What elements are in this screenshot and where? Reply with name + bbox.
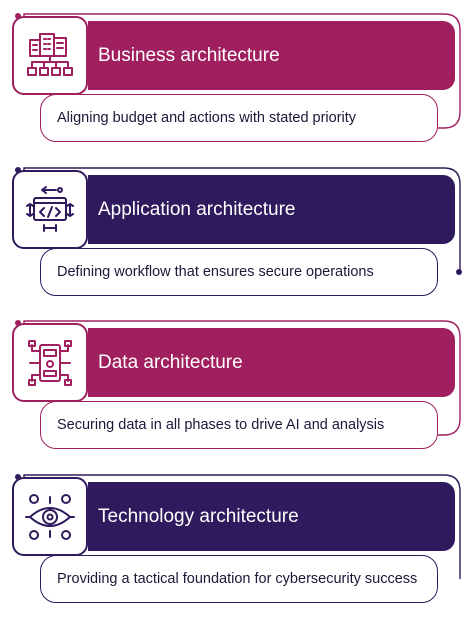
block-title: Business architecture bbox=[98, 45, 280, 66]
block-title: Technology architecture bbox=[98, 506, 299, 527]
description-box bbox=[40, 94, 438, 142]
data-architecture-block: Data architecture Securing data in all p… bbox=[0, 319, 474, 469]
icon-container bbox=[12, 16, 88, 95]
architecture-infographic: Business architecture Aligning budget an… bbox=[0, 12, 474, 603]
block-description: Securing data in all phases to drive AI … bbox=[57, 417, 385, 433]
header-bar bbox=[88, 482, 455, 551]
icon-container bbox=[12, 477, 88, 556]
application-architecture-block: Application architecture Defining workfl… bbox=[0, 166, 474, 316]
eye-target-gears-icon bbox=[25, 493, 75, 540]
description-box bbox=[40, 248, 438, 296]
block-description: Providing a tactical foundation for cybe… bbox=[57, 571, 418, 587]
block-description: Aligning budget and actions with stated … bbox=[57, 110, 357, 126]
description-box bbox=[40, 401, 438, 449]
technology-architecture-block: Technology architecture Providing a tact… bbox=[0, 473, 474, 623]
header-bar bbox=[88, 175, 455, 244]
block-title: Data architecture bbox=[98, 352, 243, 373]
block-description: Defining workflow that ensures secure op… bbox=[57, 264, 374, 280]
icon-container bbox=[12, 323, 88, 402]
block-title: Application architecture bbox=[98, 199, 296, 220]
header-bar bbox=[88, 328, 455, 397]
data-chip-icon bbox=[28, 339, 72, 386]
icon-container bbox=[12, 170, 88, 249]
description-box bbox=[40, 555, 438, 603]
business-architecture-block: Business architecture Aligning budget an… bbox=[0, 12, 474, 162]
header-bar bbox=[88, 21, 455, 90]
building-network-icon bbox=[27, 32, 73, 76]
code-window-gear-icon bbox=[26, 185, 74, 232]
